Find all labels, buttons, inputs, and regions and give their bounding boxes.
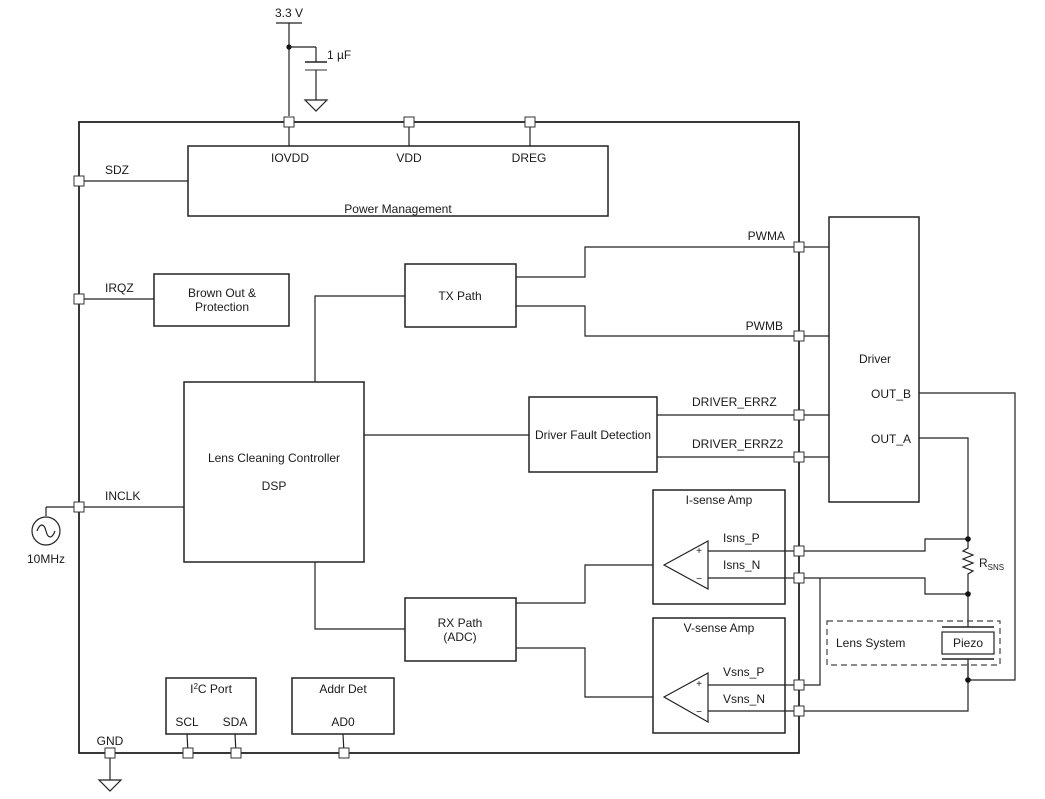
resistor-rsns-icon <box>961 539 975 594</box>
signal-isns-p-label: Isns_P <box>723 531 760 545</box>
power-management-title: Power Management <box>344 202 452 216</box>
signal-vsns-n-label: Vsns_N <box>723 692 765 706</box>
pin-iovdd-label: IOVDD <box>271 151 309 165</box>
capacitor-label: 1 µF <box>327 48 351 62</box>
i-sense-amp-block <box>652 489 786 605</box>
addr-det-title: Addr Det <box>319 682 367 696</box>
driver-out-b-label: OUT_B <box>871 387 911 401</box>
v-sense-amp-title: V-sense Amp <box>684 621 755 635</box>
driver-fault-label: Driver Fault Detection <box>535 428 651 442</box>
pin-vsns-p <box>793 679 805 691</box>
pin-inclk-label: INCLK <box>105 489 140 503</box>
pin-gnd <box>104 747 116 759</box>
pin-vdd-label: VDD <box>396 151 422 165</box>
pin-gnd-label: GND <box>97 734 124 748</box>
v-sense-plus: + <box>696 679 702 690</box>
i-sense-plus: + <box>696 546 702 557</box>
i2c-port-title: I2C Port <box>190 682 232 696</box>
brownout-line1: Brown Out & <box>188 286 256 300</box>
pin-pwma <box>793 241 805 253</box>
pin-iovdd <box>283 116 295 128</box>
driver-out-a-label: OUT_A <box>871 432 911 446</box>
pin-ad0-label: AD0 <box>331 715 355 729</box>
signal-isns-n-label: Isns_N <box>723 558 760 572</box>
pin-driver-errz2 <box>793 451 805 463</box>
pin-irqz <box>73 293 85 305</box>
i-sense-amp-title: I-sense Amp <box>686 493 753 507</box>
rx-path-line1: RX Path <box>438 616 483 630</box>
ground-icon <box>97 753 123 792</box>
signal-errz-label: DRIVER_ERRZ <box>692 395 777 409</box>
rx-path-line2: (ADC) <box>443 630 476 644</box>
power-management-block <box>187 145 609 217</box>
lens-system-label: Lens System <box>836 636 905 650</box>
i-sense-opamp-icon <box>662 539 709 591</box>
pin-scl <box>182 747 194 759</box>
piezo-label: Piezo <box>953 636 983 650</box>
pin-isns-n <box>793 572 805 584</box>
oscillator-label: 10MHz <box>27 552 65 566</box>
pin-irqz-label: IRQZ <box>105 281 134 295</box>
pin-isns-p <box>793 545 805 557</box>
driver-fault-block <box>528 396 658 473</box>
brownout-block <box>153 273 290 327</box>
driver-block <box>828 216 920 503</box>
i2c-port-block <box>165 677 257 735</box>
oscillator-icon <box>31 506 79 546</box>
v-sense-minus: − <box>696 707 702 718</box>
pin-sdz-label: SDZ <box>105 163 129 177</box>
addr-det-block <box>291 677 395 735</box>
signal-vsns-p-label: Vsns_P <box>723 665 764 679</box>
v-sense-opamp-icon <box>662 671 709 724</box>
signal-pwma-label: PWMA <box>748 229 785 243</box>
pins <box>73 116 805 759</box>
pin-dreg <box>524 116 536 128</box>
dsp-title: Lens Cleaning Controller <box>208 451 340 465</box>
rx-path-block <box>404 597 517 662</box>
pin-vdd <box>403 116 415 128</box>
pin-ad0 <box>338 747 350 759</box>
lens-system-boundary <box>826 620 1001 666</box>
pin-dreg-label: DREG <box>512 151 547 165</box>
signal-errz2-label: DRIVER_ERRZ2 <box>692 437 784 451</box>
capacitor-icon <box>303 61 329 112</box>
pin-inclk <box>73 501 85 513</box>
pin-scl-label: SCL <box>175 715 199 729</box>
supply-voltage-label: 3.3 V <box>275 6 303 20</box>
brownout-line2: Protection <box>195 300 249 314</box>
driver-label: Driver <box>859 352 891 366</box>
pin-driver-errz <box>793 409 805 421</box>
rsns-label: RSNS <box>979 556 1004 572</box>
supply-rail: 3.3 V <box>275 6 317 116</box>
pin-sda-label: SDA <box>223 715 248 729</box>
pin-pwmb <box>793 330 805 342</box>
pin-sda <box>230 747 242 759</box>
dsp-block <box>183 381 365 563</box>
signal-pwmb-label: PWMB <box>746 319 783 333</box>
tx-path-block <box>404 263 517 328</box>
pin-sdz <box>73 175 85 187</box>
v-sense-amp-block <box>652 617 786 734</box>
chip-boundary <box>78 121 800 754</box>
i-sense-minus: − <box>696 574 702 585</box>
tx-path-label: TX Path <box>438 289 481 303</box>
dsp-subtitle: DSP <box>262 479 287 493</box>
pin-vsns-n <box>793 705 805 717</box>
